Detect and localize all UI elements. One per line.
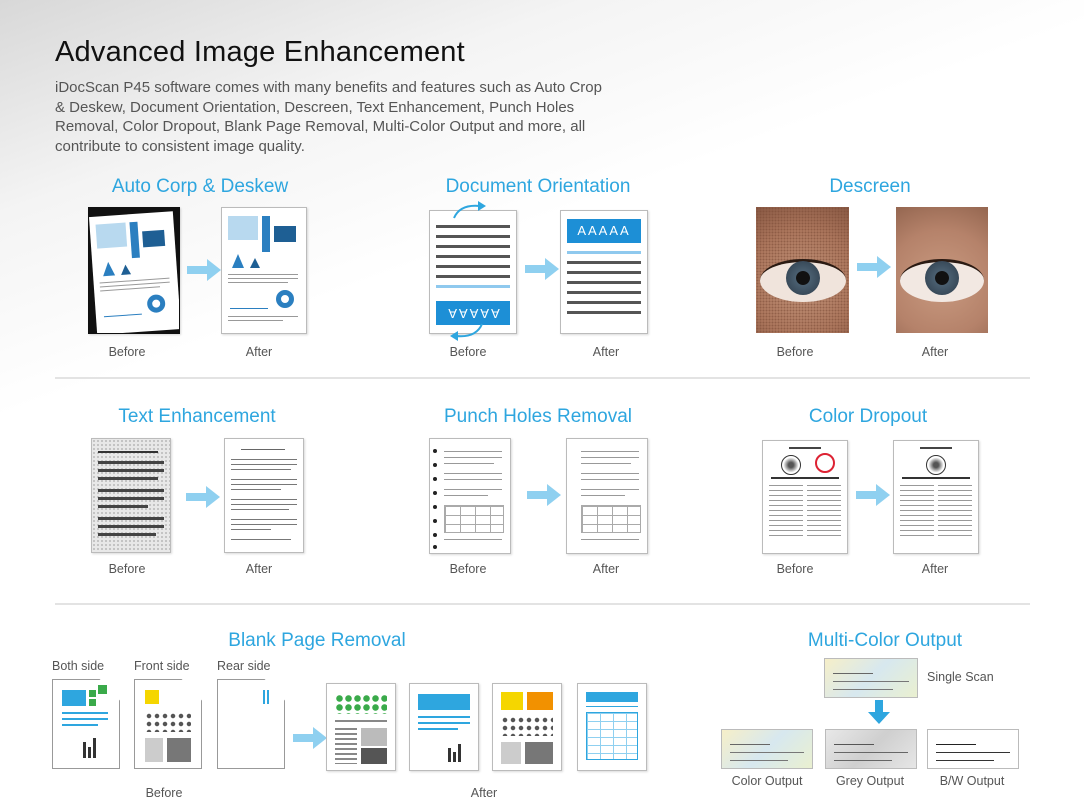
orientation-before-label: Before <box>449 345 487 359</box>
arrow-right-icon <box>857 256 891 278</box>
bw-output-check <box>927 729 1019 769</box>
rear-side-label: Rear side <box>217 659 271 673</box>
green-block <box>98 685 107 694</box>
deskew-before-image <box>88 207 180 334</box>
multicolor-title: Multi-Color Output <box>807 630 963 651</box>
after-page-2 <box>409 683 479 771</box>
rotate-arrow-icon <box>453 201 486 219</box>
descreen-after-label: After <box>921 345 949 359</box>
deskew-before-label: Before <box>108 345 146 359</box>
divider <box>55 603 1030 605</box>
blank-after-label: After <box>470 786 498 800</box>
descreen-before-image <box>756 207 849 333</box>
rear-side-page <box>217 679 285 769</box>
page-title: Advanced Image Enhancement <box>55 36 465 68</box>
orientation-banner: AAAAA <box>567 219 641 243</box>
punch-after-label: After <box>592 562 620 576</box>
deskew-title: Auto Corp & Deskew <box>111 176 289 197</box>
bw-output-label: B/W Output <box>939 774 1005 788</box>
text-after-image <box>224 438 304 553</box>
text-after-label: After <box>245 562 273 576</box>
arrow-down-icon <box>868 700 890 724</box>
orientation-before-image: AAAAA <box>429 210 517 334</box>
orientation-title: Document Orientation <box>445 176 631 197</box>
punch-after-image <box>566 438 648 554</box>
both-side-label: Both side <box>52 659 105 673</box>
descreen-before-label: Before <box>776 345 814 359</box>
blank-page-title: Blank Page Removal <box>228 630 406 651</box>
both-side-page <box>52 679 120 769</box>
after-page-1 <box>326 683 396 771</box>
grey-output-check <box>825 729 917 769</box>
grey-output-label: Grey Output <box>835 774 905 788</box>
single-scan-check <box>824 658 918 698</box>
punch-before-label: Before <box>449 562 487 576</box>
rotate-arrow-icon-bottom <box>450 323 483 341</box>
descreen-after-image <box>896 207 988 333</box>
arrow-right-icon <box>293 727 327 749</box>
arrow-right-icon <box>856 484 890 506</box>
arrow-right-icon <box>525 258 559 280</box>
color-output-label: Color Output <box>731 774 803 788</box>
arrow-right-icon <box>527 484 561 506</box>
deskew-after-label: After <box>245 345 273 359</box>
divider <box>55 377 1030 379</box>
dropout-after-image <box>893 440 979 554</box>
intro-text: iDocScan P45 software comes with many be… <box>55 79 602 155</box>
front-side-page <box>134 679 202 769</box>
blank-before-label: Before <box>145 786 183 800</box>
front-side-label: Front side <box>134 659 190 673</box>
text-before-label: Before <box>108 562 146 576</box>
punch-before-image <box>429 438 511 554</box>
orientation-after-image: AAAAA <box>560 210 648 334</box>
text-enhancement-title: Text Enhancement <box>118 406 276 427</box>
text-before-image <box>91 438 171 553</box>
arrow-right-icon <box>187 259 221 281</box>
dropout-before-image <box>762 440 848 554</box>
color-dropout-title: Color Dropout <box>808 406 928 427</box>
after-page-4 <box>577 683 647 771</box>
deskew-after-image <box>221 207 307 334</box>
single-scan-label: Single Scan <box>927 670 994 684</box>
arrow-right-icon <box>186 486 220 508</box>
dropout-after-label: After <box>921 562 949 576</box>
punch-holes-title: Punch Holes Removal <box>444 406 632 427</box>
orientation-after-label: After <box>592 345 620 359</box>
after-page-3 <box>492 683 562 771</box>
dropout-before-label: Before <box>776 562 814 576</box>
descreen-title: Descreen <box>829 176 911 197</box>
color-output-check <box>721 729 813 769</box>
